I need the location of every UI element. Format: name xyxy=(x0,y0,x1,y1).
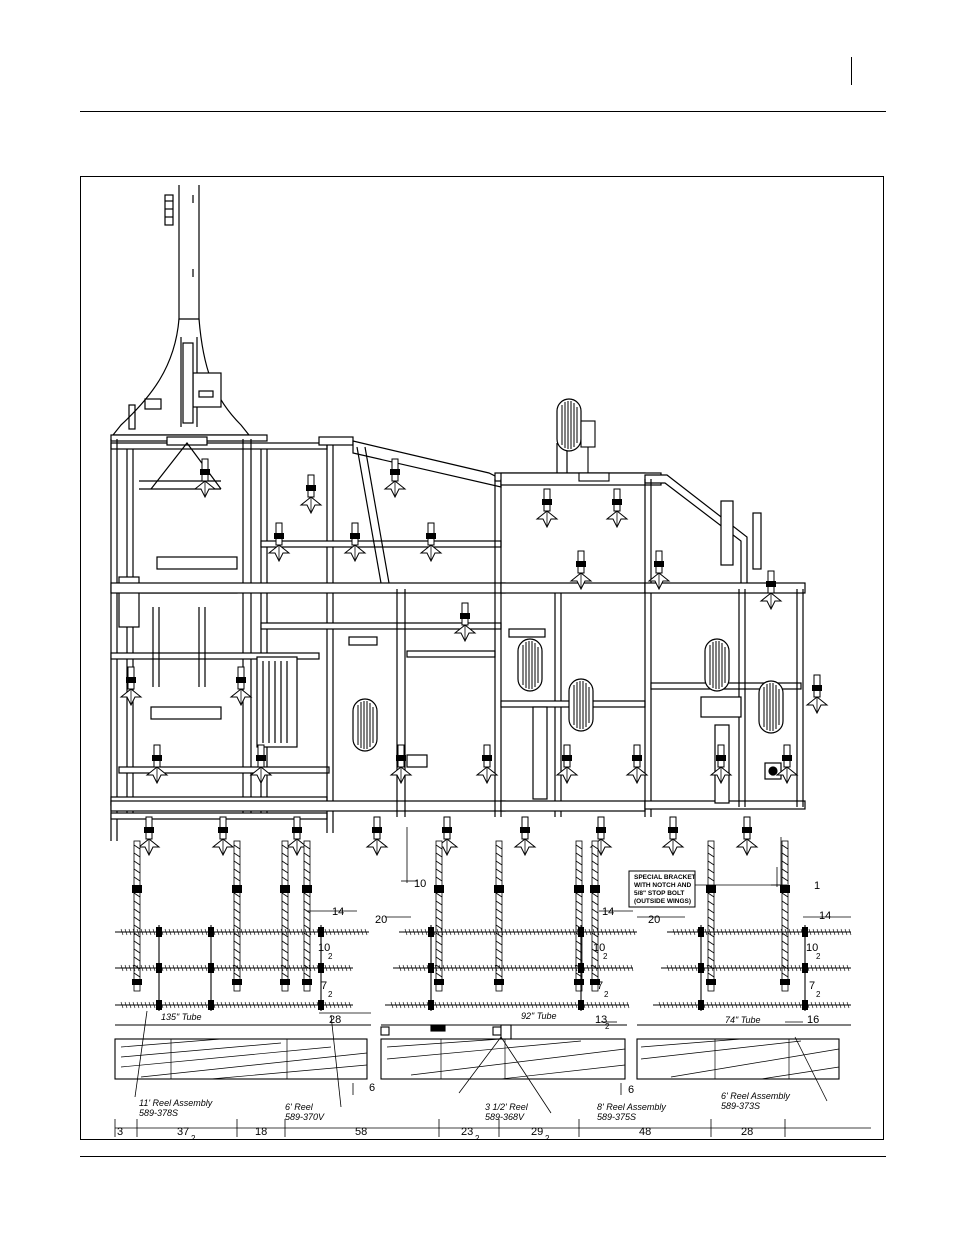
dim-7-mid: 7 xyxy=(597,980,603,992)
dim-frac-29: 2 xyxy=(545,1134,550,1140)
reel-6-part: 589-370V xyxy=(285,1112,325,1122)
gauge-wheel-top xyxy=(557,399,581,451)
dim-frac-37: 2 xyxy=(191,1134,196,1140)
reel-11-label: 11' Reel Assembly xyxy=(139,1098,213,1108)
center-frame xyxy=(111,435,329,841)
tube-135-label: 135" Tube xyxy=(161,1012,202,1022)
dim-6-left: 6 xyxy=(369,1082,375,1094)
gauge-wheel-mount xyxy=(579,421,609,481)
bracket-note-line-1: SPECIAL BRACKET xyxy=(634,874,696,881)
dim-bottom-37: 37 xyxy=(177,1126,189,1138)
dim-bottom-48: 48 xyxy=(639,1126,651,1138)
dim-14-right: 14 xyxy=(819,910,831,922)
assembly-drawing: 14 20 10 2 7 2 28 10 1 14 20 10 2 7 2 14… xyxy=(81,177,884,1140)
dim-frac-13: 2 xyxy=(605,1022,610,1031)
tube-74-label: 74" Tube xyxy=(725,1015,761,1025)
reel-tube-bars xyxy=(115,1025,851,1079)
hitch-tongue xyxy=(113,185,249,435)
dim-bottom-18: 18 xyxy=(255,1126,267,1138)
dim-20-left: 20 xyxy=(375,914,387,926)
dim-7-right: 7 xyxy=(809,980,815,992)
dim-bottom-28: 28 xyxy=(741,1126,753,1138)
dim-bottom-3: 3 xyxy=(117,1126,123,1138)
reel-6b-label: 6' Reel Assembly xyxy=(721,1091,790,1101)
reel-6-label: 6' Reel xyxy=(285,1102,314,1112)
reel-8-part: 589-375S xyxy=(597,1112,636,1122)
dim-frac-mid-7: 2 xyxy=(604,990,609,999)
dim-bottom-29: 29 xyxy=(531,1126,543,1138)
dim-14-mid: 14 xyxy=(602,906,614,918)
dim-frac-left-7: 2 xyxy=(328,990,333,999)
dim-frac-right-7: 2 xyxy=(816,990,821,999)
dim-frac-23: 2 xyxy=(475,1134,480,1140)
header-rule xyxy=(80,111,886,112)
dim-6-right: 6 xyxy=(628,1084,634,1096)
assembly-drawing-frame: 14 20 10 2 7 2 28 10 1 14 20 10 2 7 2 14… xyxy=(80,176,884,1140)
dim-frac-left-10: 2 xyxy=(328,952,333,961)
dim-callout-1: 1 xyxy=(814,880,820,892)
bracket-note-line-2: WITH NOTCH AND xyxy=(634,882,691,889)
dim-20-mid: 20 xyxy=(648,914,660,926)
dim-frac-right-10: 2 xyxy=(816,952,821,961)
rear-shanks xyxy=(139,817,757,855)
dim-7-left: 7 xyxy=(321,980,327,992)
dim-bottom-58: 58 xyxy=(355,1126,367,1138)
footer-rule xyxy=(80,1156,886,1157)
dim-callout-10: 10 xyxy=(414,878,426,890)
reel-6b-part: 589-373S xyxy=(721,1101,760,1111)
tube-92-label: 92" Tube xyxy=(521,1011,557,1021)
header-tab-mark xyxy=(851,57,852,85)
bracket-note-line-3: 5/8" STOP BOLT xyxy=(634,890,684,897)
dim-frac-mid-10: 2 xyxy=(603,952,608,961)
harrow-bars xyxy=(115,925,851,1011)
reel-11-part: 589-378S xyxy=(139,1108,178,1118)
bracket-note-line-4: (OUTSIDE WINGS) xyxy=(634,898,691,905)
dim-14-left: 14 xyxy=(332,906,344,918)
dim-bottom-23: 23 xyxy=(461,1126,473,1138)
reel-3-5-part: 589-368V xyxy=(485,1112,525,1122)
reel-8-label: 8' Reel Assembly xyxy=(597,1102,666,1112)
dim-28-left: 28 xyxy=(329,1014,341,1026)
dim-16: 16 xyxy=(807,1014,819,1026)
reel-3-5-label: 3 1/2' Reel xyxy=(485,1102,529,1112)
